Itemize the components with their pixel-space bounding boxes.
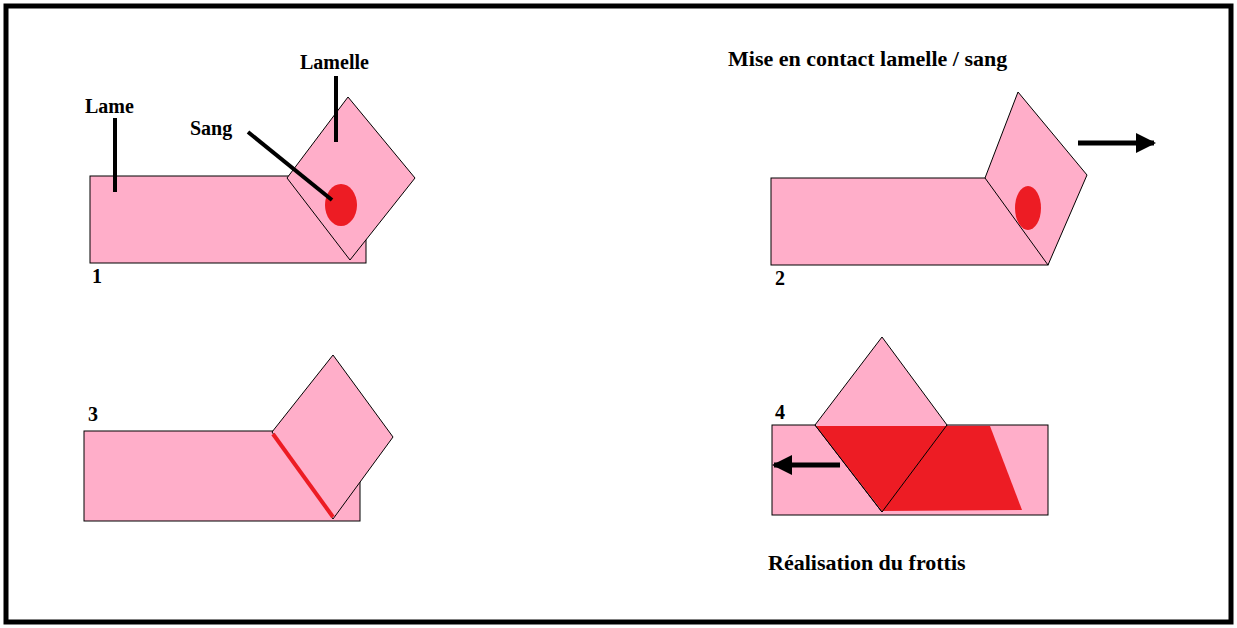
step-number: 4 bbox=[775, 402, 785, 422]
part-name: Sang bbox=[190, 118, 232, 138]
coverslip bbox=[985, 92, 1087, 265]
motion-arrow bbox=[1078, 141, 1154, 146]
blood-line bbox=[273, 434, 333, 517]
part-name: Lame bbox=[85, 96, 134, 116]
blood-drop bbox=[325, 184, 357, 226]
step-number: 3 bbox=[88, 404, 98, 424]
coverslip bbox=[272, 355, 393, 519]
leader-line bbox=[113, 118, 117, 192]
blood-smear bbox=[816, 426, 1022, 511]
coverslip-edge bbox=[815, 425, 947, 512]
blood-drop bbox=[1015, 186, 1041, 230]
leader-line bbox=[334, 76, 338, 142]
step-number: 2 bbox=[775, 268, 785, 288]
step-number: 1 bbox=[92, 266, 102, 286]
step-title: Réalisation du frottis bbox=[768, 552, 966, 574]
part-name: Lamelle bbox=[300, 52, 369, 72]
leader-line bbox=[248, 132, 332, 200]
step-title: Mise en contact lamelle / sang bbox=[728, 48, 1007, 70]
motion-arrow bbox=[774, 463, 840, 468]
frame bbox=[6, 6, 1231, 622]
slide bbox=[772, 425, 1048, 515]
